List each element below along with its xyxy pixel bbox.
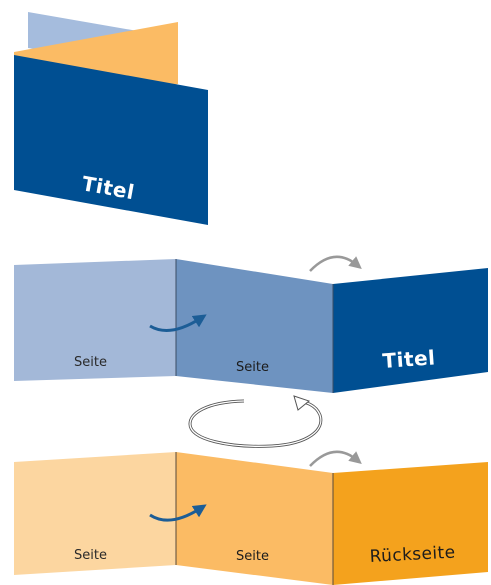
folded-leaflet: Titel — [14, 12, 208, 225]
outside-middle-panel — [176, 259, 333, 393]
outside-right-panel — [333, 268, 488, 393]
outside-left-label: Seite — [74, 355, 107, 370]
inside-right-panel — [333, 462, 488, 585]
flip-over-arrow-icon — [309, 450, 362, 467]
rotate-loop-arrow-icon — [188, 395, 323, 448]
curved-arrow-icon — [149, 314, 207, 332]
inside-back-label: Rückseite — [369, 543, 456, 567]
inside-middle-label: Seite — [236, 549, 269, 564]
outside-middle-label: Seite — [236, 360, 269, 375]
front-panel-title — [14, 55, 208, 225]
outside-title-label: Titel — [382, 345, 437, 373]
outside-spread: Seite Seite Titel — [14, 255, 488, 393]
outside-left-panel — [14, 259, 176, 381]
inside-spread: Seite Seite Rückseite — [14, 450, 488, 585]
flip-over-arrow-icon — [309, 255, 362, 272]
inside-left-panel — [14, 452, 176, 575]
inside-left-label: Seite — [74, 548, 107, 563]
curved-arrow-icon — [149, 504, 207, 522]
inside-middle-panel — [176, 452, 333, 585]
